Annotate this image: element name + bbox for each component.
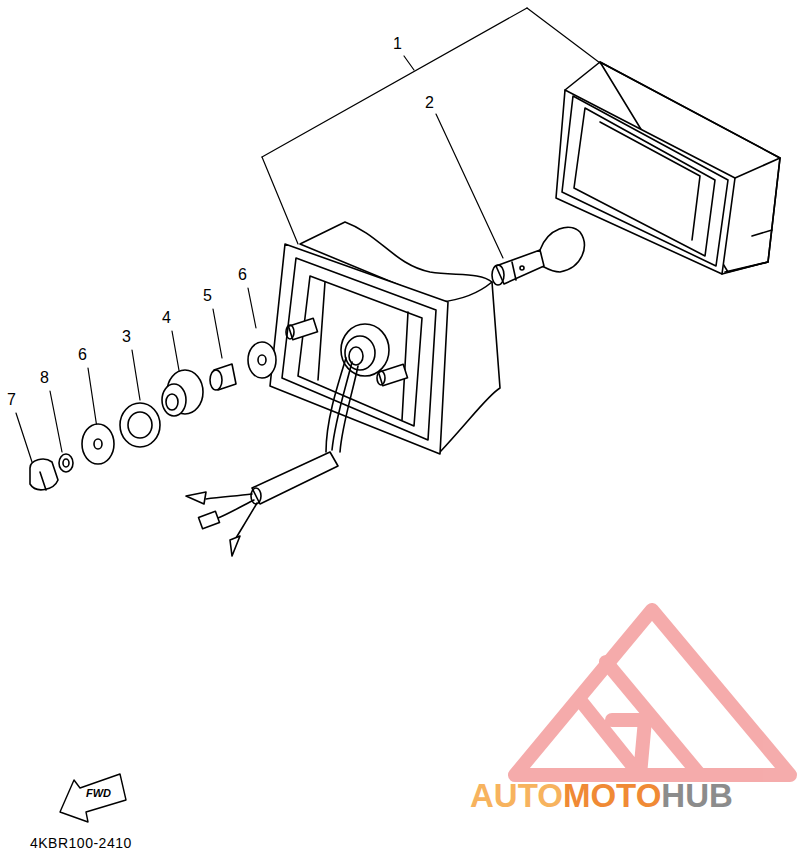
lens [556,62,780,274]
callout-number: 2 [425,95,434,111]
watermark-text: HUB [661,779,733,812]
leader-lines [16,8,604,462]
watermark-text: MOTO [563,779,661,812]
bulb [492,227,584,285]
callout-number: 4 [162,310,171,326]
callout-number: 7 [7,392,16,408]
hardware [30,342,276,490]
housing-base [270,222,500,454]
callout-number: 6 [78,347,87,363]
wire-harness [186,358,358,556]
callout-number: 1 [393,36,402,52]
callout-number: 5 [203,288,212,304]
forward-arrow [60,774,126,822]
callout-number: 3 [122,329,131,345]
diagram-code: 4KBR100-2410 [30,836,132,850]
direction-label: FWD [86,788,111,799]
callout-number: 6 [238,267,247,283]
watermark-logo [515,610,790,775]
watermark-text: AUTO [470,779,563,812]
callout-number: 8 [40,370,49,386]
